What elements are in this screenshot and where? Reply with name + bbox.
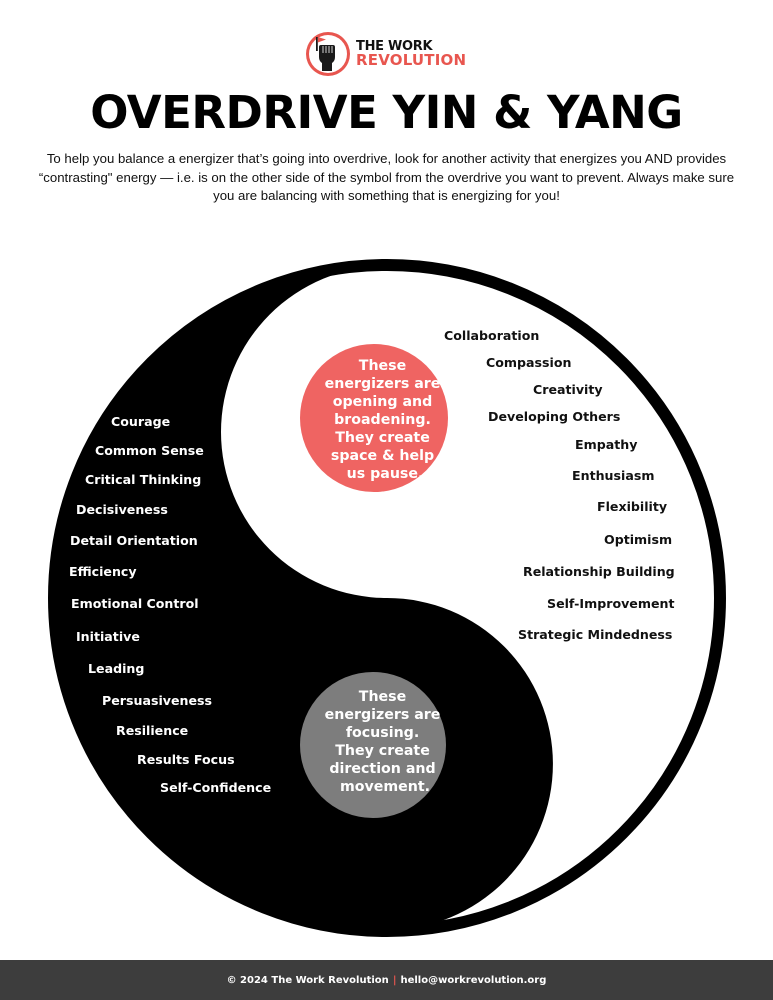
energizer-label: Resilience [116,723,188,738]
yin-caption-line: direction and [329,761,435,777]
yang-caption-line: energizers are [325,376,441,392]
energizer-label: Optimism [604,532,672,547]
yang-caption-line: broadening. [334,412,431,428]
yang-caption-line: These [359,358,406,374]
energizer-label: Compassion [486,355,571,370]
raised-fist-flag-icon [306,32,350,76]
energizer-label: Flexibility [597,499,667,514]
footer-email-link[interactable]: hello@workrevolution.org [400,974,547,986]
yin-caption-line: These [359,689,406,705]
logo-wordmark: THE WORK REVOLUTION [356,40,466,68]
footer-copyright: © 2024 The Work Revolution [226,974,389,986]
energizer-label: Leading [88,661,144,676]
logo-line-2: REVOLUTION [356,51,467,69]
yang-dot [300,344,448,492]
yang-caption-line: opening and [333,394,433,410]
energizer-label: Critical Thinking [85,472,201,487]
energizer-label: Decisiveness [76,502,168,517]
yin-caption-line: focusing. [346,725,419,741]
energizer-label: Efficiency [69,564,137,579]
energizer-label: Common Sense [95,443,204,458]
yang-dot-caption: These energizers are opening and broaden… [325,358,446,482]
energizer-label: Enthusiasm [572,468,654,483]
energizer-label: Courage [111,414,170,429]
yin-dot-caption: These energizers are focusing. They crea… [325,689,446,795]
yin-energizer-list: Courage Common Sense Critical Thinking D… [69,414,271,795]
energizer-label: Detail Orientation [70,533,198,548]
energizer-label: Persuasiveness [102,693,212,708]
energizer-label: Self-Improvement [547,596,675,611]
logo-line-1: THE WORK [356,39,433,54]
intro-paragraph: To help you balance a energizer that’s g… [38,151,735,203]
energizer-label: Initiative [76,629,140,644]
logo: THE WORK REVOLUTION [305,30,466,78]
yin-yang-outer-ring [48,259,726,937]
yin-caption-line: movement. [340,779,430,795]
yang-energizer-list: Collaboration Compassion Creativity Deve… [444,328,675,642]
energizer-label: Self-Confidence [160,780,271,795]
yin-caption-line: They create [335,743,430,759]
page-title: OVERDRIVE YIN & YANG [90,86,683,139]
energizer-label: Strategic Mindedness [518,627,672,642]
energizer-label: Empathy [575,437,637,452]
footer-separator: | [392,974,397,986]
yang-caption-line: us pause. [347,466,424,482]
yang-caption-line: space & help [331,448,434,464]
footer-bar: © 2024 The Work Revolution | hello@workr… [0,960,773,1000]
energizer-label: Results Focus [137,752,235,767]
energizer-label: Emotional Control [71,596,199,611]
energizer-label: Developing Others [488,409,620,424]
yang-caption-line: They create [335,430,430,446]
energizer-label: Collaboration [444,328,539,343]
energizer-label: Creativity [533,382,603,397]
energizer-label: Relationship Building [523,564,675,579]
yin-dot [300,672,446,818]
yin-yang-diagram: These energizers are opening and broaden… [48,259,726,937]
yin-caption-line: energizers are [325,707,441,723]
